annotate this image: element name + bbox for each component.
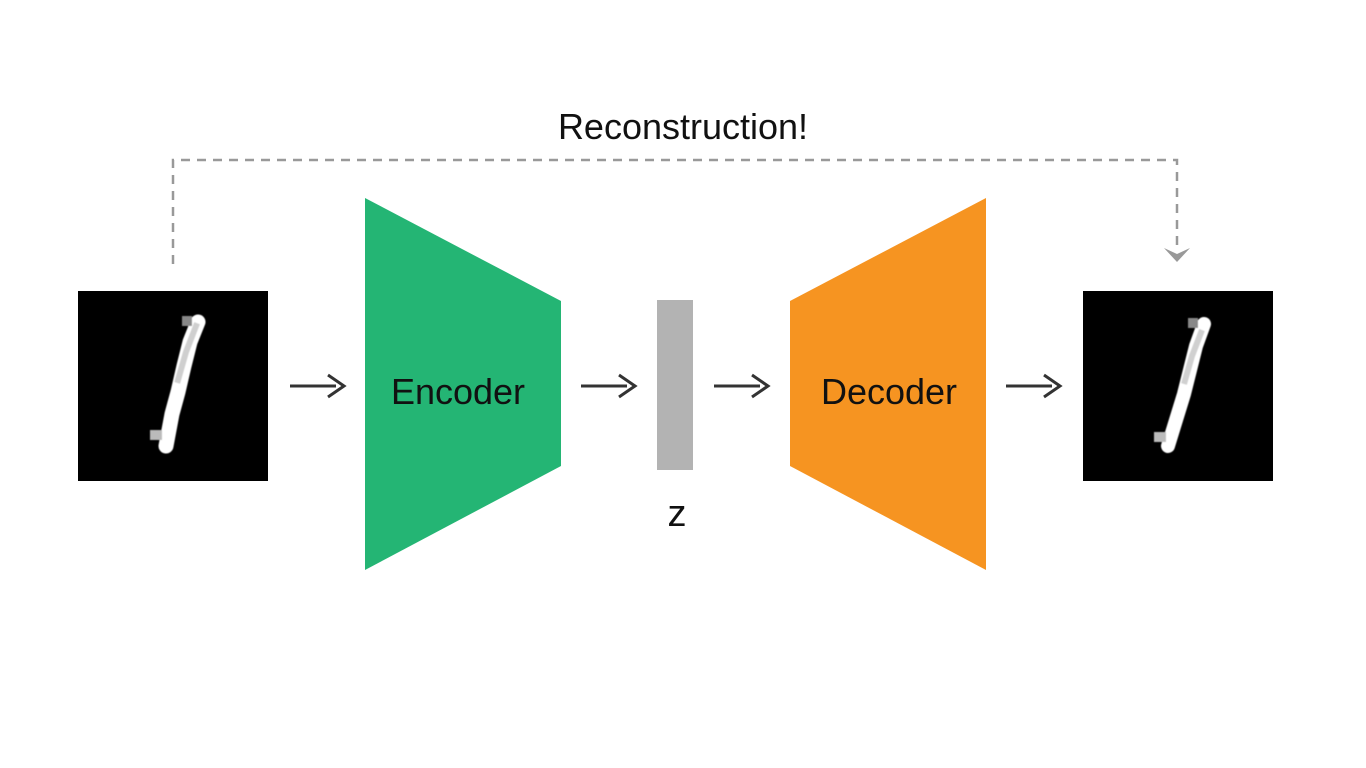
output-image [1083,291,1273,481]
arrow-down-icon [1164,248,1190,262]
diagram-title: Reconstruction! [558,106,808,147]
latent-vector-bar [657,300,693,470]
digit-one-image [150,314,206,454]
arrow-right-icon [290,373,347,399]
decoder-label: Decoder [821,371,957,412]
digit-one-image [1154,317,1211,453]
latent-label: z [668,493,687,535]
arrow-right-icon [1006,373,1063,399]
decoder-block [790,198,986,570]
arrow-right-icon [581,373,638,399]
input-image [78,291,268,481]
encoder-block [365,198,561,570]
encoder-label: Encoder [391,371,525,412]
reconstruction-feedback-line [171,158,1179,264]
arrow-right-icon [714,373,771,399]
